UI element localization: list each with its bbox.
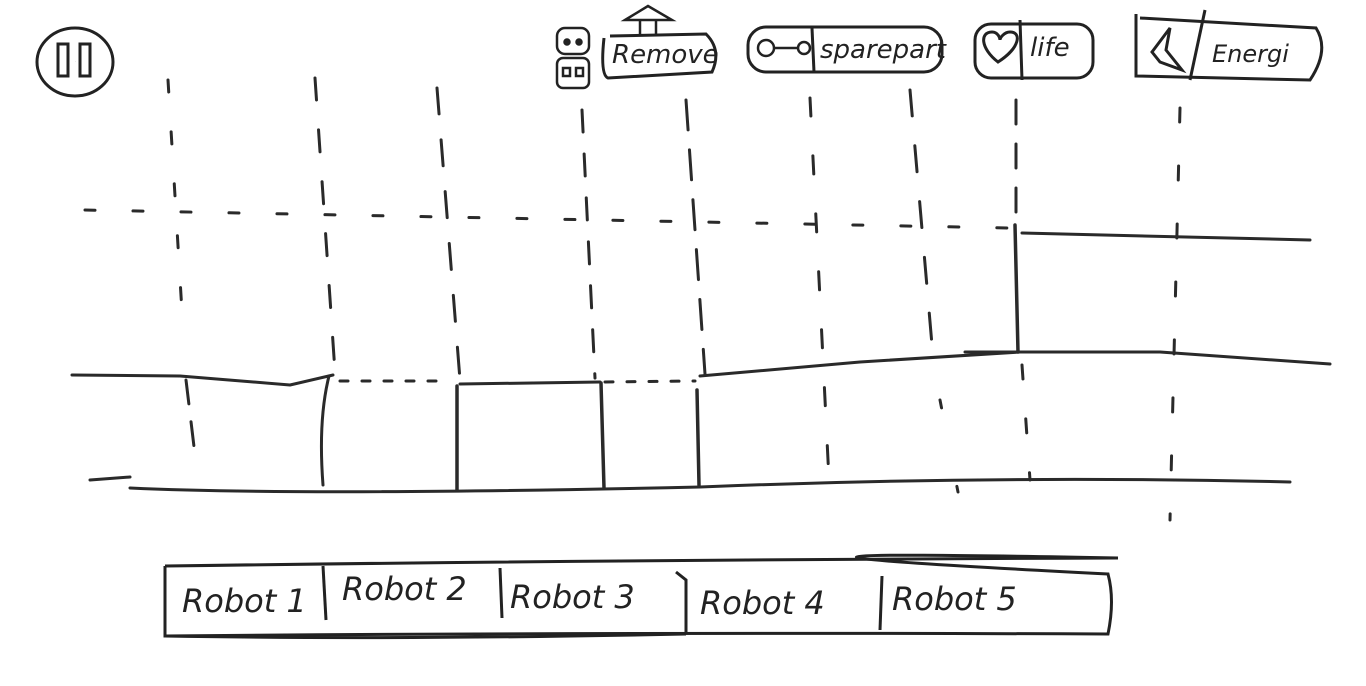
level-terrain: [70, 76, 1332, 522]
pause-label: II: [75, 61, 76, 63]
arrow-up-icon: [620, 4, 677, 34]
wrench-icon: [756, 38, 812, 58]
lightning-icon: [1150, 27, 1187, 74]
energy-counter[interactable]: Energi: [1134, 9, 1324, 82]
sparepart-label: sparepart: [820, 35, 947, 65]
robot-tab-label: Robot 2: [342, 570, 467, 608]
sparepart-counter[interactable]: sparepart: [746, 25, 947, 74]
robot-tab-label: Robot 3: [510, 578, 635, 616]
remove-label: Remove: [612, 40, 719, 70]
robot-tab-1[interactable]: Robot 1: [182, 582, 307, 620]
robot-tab-2[interactable]: Robot 2: [342, 570, 467, 608]
remove-button[interactable]: Remove: [555, 4, 719, 90]
heart-icon: [982, 30, 1019, 64]
energy-label: Energi: [1212, 40, 1289, 68]
robot-icon: [555, 26, 591, 90]
life-label: life: [1030, 33, 1070, 63]
robot-selection-bar: Robot 1 Robot 2 Robot 3 Robot 4 Robot 5: [163, 553, 1119, 640]
robot-tab-label: Robot 1: [182, 582, 307, 620]
pause-icon: [56, 42, 92, 78]
robot-tab-5[interactable]: Robot 5: [892, 580, 1017, 618]
life-counter[interactable]: life: [973, 19, 1095, 81]
robot-tab-3[interactable]: Robot 3: [510, 578, 635, 616]
robot-tab-label: Robot 4: [700, 584, 825, 622]
robot-tab-4[interactable]: Robot 4: [700, 584, 825, 622]
pause-button[interactable]: II: [35, 26, 115, 98]
robot-tab-label: Robot 5: [892, 580, 1017, 618]
